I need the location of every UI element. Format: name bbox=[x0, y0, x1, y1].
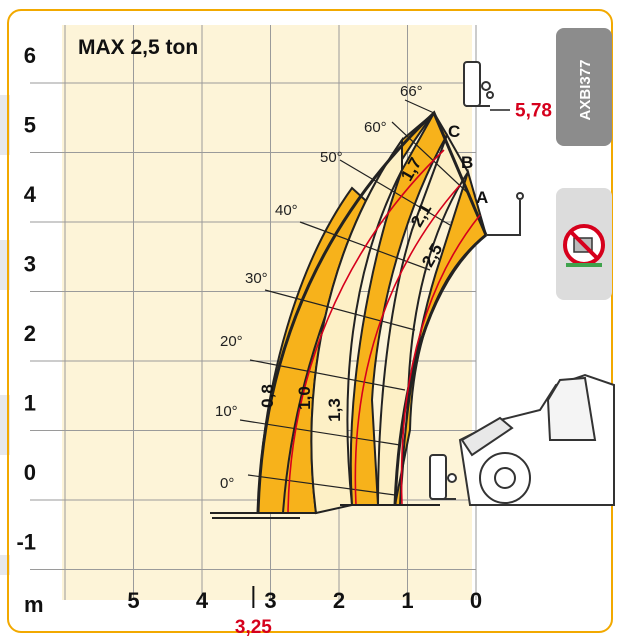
boom-extension-label: C bbox=[448, 122, 460, 141]
boom-angle-label: 10° bbox=[215, 403, 238, 420]
y-tick-label: 5 bbox=[24, 113, 36, 138]
x-unit-label: m bbox=[24, 592, 44, 617]
left-edge-band-1 bbox=[0, 95, 10, 155]
side-panel: AXBI377 bbox=[556, 28, 612, 300]
load-zones bbox=[256, 110, 488, 515]
max-height-label: 5,78 bbox=[515, 100, 552, 121]
no-outriggers-icon bbox=[563, 224, 605, 267]
model-badge bbox=[556, 28, 612, 146]
y-tick-label: 6 bbox=[24, 43, 36, 68]
x-tick-label: 4 bbox=[196, 588, 209, 613]
boom-angle-label: 50° bbox=[320, 149, 343, 166]
boom-extension-label: A bbox=[476, 188, 488, 207]
left-edge-band-4 bbox=[0, 555, 10, 575]
load-zone-label: 1,3 bbox=[325, 398, 344, 422]
zone-2-5 bbox=[393, 168, 488, 506]
zone-1-3 bbox=[310, 136, 403, 515]
model-code: AXBI377 bbox=[577, 60, 594, 121]
envelope-outline bbox=[256, 110, 488, 514]
y-tick-label: 0 bbox=[24, 460, 36, 485]
telehandler-cab-icon bbox=[458, 373, 615, 506]
forklift-carriage-icon bbox=[429, 61, 494, 500]
x-tick-label: 0 bbox=[470, 588, 482, 613]
load-zone-label: 0,8 bbox=[258, 384, 277, 408]
ground-line bbox=[210, 504, 440, 519]
x-tick-label: 5 bbox=[127, 588, 139, 613]
boom-angle-label: 66° bbox=[400, 83, 423, 100]
y-tick-label: 2 bbox=[24, 321, 36, 346]
y-tick-label: 3 bbox=[24, 252, 36, 277]
left-edge-band-2 bbox=[0, 240, 10, 290]
left-edge-band-3 bbox=[0, 395, 10, 455]
boom-angle-lines bbox=[239, 99, 471, 496]
boom-angle-label: 20° bbox=[220, 333, 243, 350]
chart-labels: MAX 2,5 ton 6 5 4 3 2 1 0 -1 5 4 3 2 1 0 m 3,25 5,78 0° 10°… bbox=[16, 36, 552, 638]
boom-angle-label: 40° bbox=[275, 202, 298, 219]
y-tick-label: 4 bbox=[24, 182, 37, 207]
max-reach-label: 3,25 bbox=[235, 617, 272, 638]
telehandler-illustration bbox=[429, 61, 615, 506]
x-tick-label: 2 bbox=[333, 588, 345, 613]
chart-frame bbox=[7, 9, 613, 633]
y-tick-label: 1 bbox=[24, 391, 36, 416]
boom-angle-label: 30° bbox=[245, 270, 268, 287]
boom-extension-label: B bbox=[461, 153, 473, 172]
red-limit-curves bbox=[287, 149, 481, 514]
boom-tip-hook bbox=[486, 192, 524, 236]
zone-2-1 bbox=[376, 132, 470, 506]
x-tick-label: 3 bbox=[264, 588, 276, 613]
chart-title: MAX 2,5 ton bbox=[78, 36, 198, 59]
load-zone-label: 1,0 bbox=[295, 386, 314, 410]
y-tick-label: -1 bbox=[16, 530, 36, 555]
boom-angle-label: 0° bbox=[220, 475, 234, 492]
x-tick-label: 1 bbox=[401, 588, 413, 613]
boom-angle-label: 60° bbox=[364, 119, 387, 136]
